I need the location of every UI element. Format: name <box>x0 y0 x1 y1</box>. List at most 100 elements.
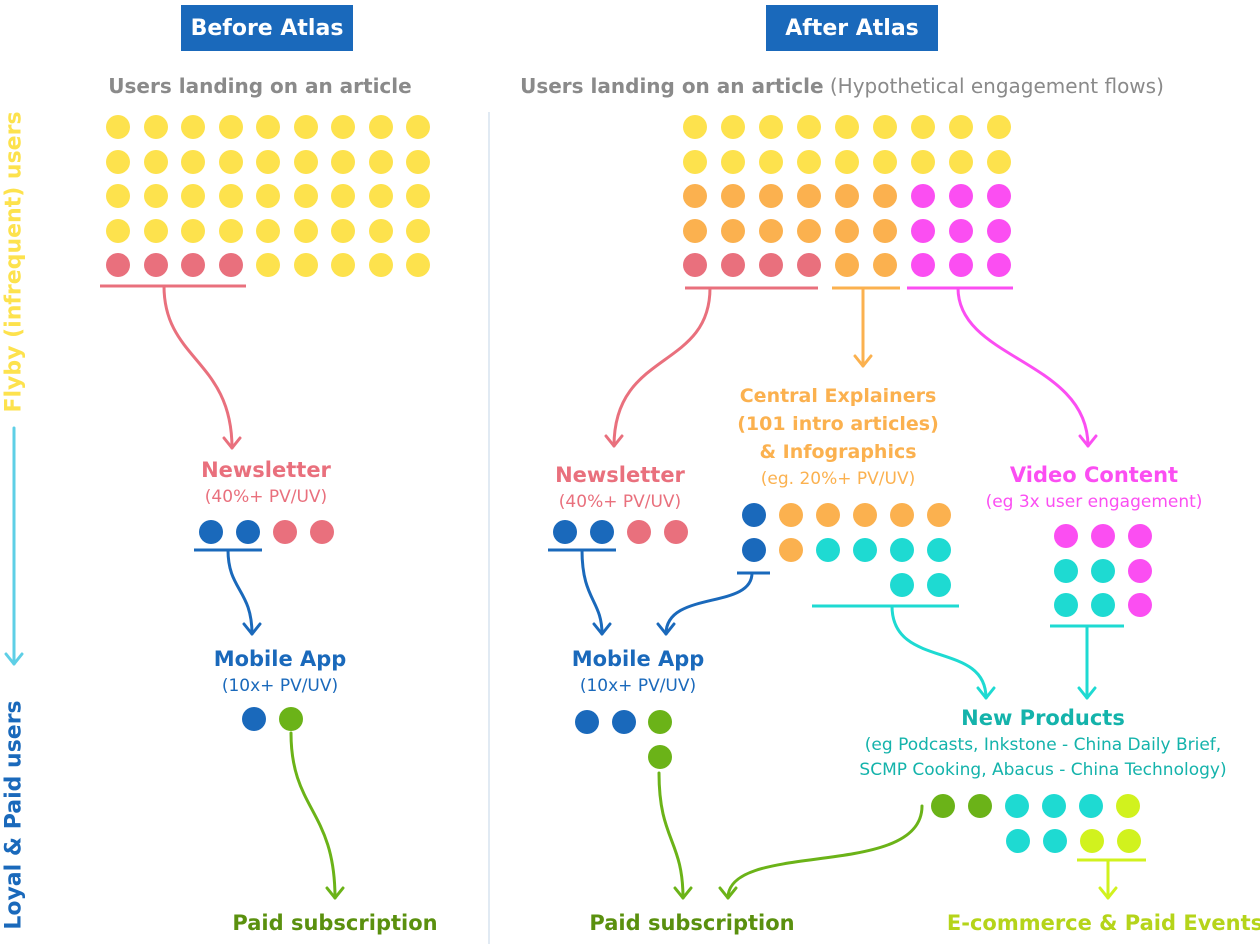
explainers-dot-teal <box>890 538 914 562</box>
before-grid-dot-yellow <box>143 184 168 208</box>
explainers-dot-orange <box>779 503 803 527</box>
explainers-dot-orange <box>779 538 803 562</box>
new-products-dot-green <box>968 794 992 818</box>
before-grid-dot-yellow <box>256 218 280 243</box>
new-products-to-paid-arrow-head <box>718 886 738 900</box>
before-grid-dot-yellow <box>293 218 318 243</box>
new-products-dot-teal <box>1005 794 1029 818</box>
before-mobile-sub: (10x+ PV/UV) <box>221 676 339 696</box>
before-grid-dot-yellow <box>181 115 205 139</box>
loyal-paid-users-label: Loyal & Paid users <box>1 700 27 930</box>
before-newsletter-dot-blue <box>236 520 260 544</box>
after-grid-dot-orange <box>797 218 821 243</box>
after-grid-dot-yellow <box>987 149 1011 174</box>
video-dot-teal <box>1054 559 1078 583</box>
after-grid-dot-magenta <box>949 253 973 277</box>
explainers-dot-teal <box>816 538 840 562</box>
before-grid-dot-yellow <box>256 253 280 277</box>
explainers-dot-blue <box>742 538 766 562</box>
before-to-newsletter-arrow <box>162 284 234 450</box>
before-grid-dot-yellow <box>368 218 393 243</box>
before-grid-dot-yellow <box>406 184 430 208</box>
before-grid-dot-red <box>106 253 130 277</box>
before-mobile-dot-blue <box>242 707 266 731</box>
new-products-line2: SCMP Cooking, Abacus - China Technology) <box>859 760 1227 780</box>
before-grid-dot-yellow <box>256 184 280 208</box>
after-subtitle: Users landing on an article (Hypothetica… <box>520 74 1164 98</box>
video-dot-magenta <box>1128 559 1152 583</box>
explainers-dot-teal <box>853 538 877 562</box>
after-grid-dot-yellow <box>721 149 745 174</box>
after-grid-dot-magenta <box>949 184 973 208</box>
before-grid-dot-yellow <box>368 149 393 174</box>
after-grid-dot-orange <box>759 184 783 208</box>
new-products-title: New Products <box>961 706 1125 730</box>
after-to-newsletter-arrow-head <box>604 434 624 448</box>
explainers-dot-teal <box>927 573 951 597</box>
after-to-video-arrow <box>956 286 1090 448</box>
explainers-title-line2: (101 intro articles) <box>737 413 939 435</box>
before-grid-dot-yellow <box>106 218 130 243</box>
after-newsletter-dot-red <box>627 520 651 544</box>
after-grid-dot-orange <box>873 184 897 208</box>
after-grid-dot-magenta <box>949 218 973 243</box>
after-grid-dot-red <box>797 253 821 277</box>
video-dot-magenta <box>1054 524 1078 548</box>
ecommerce-paid-events: E-commerce & Paid Events <box>946 911 1260 935</box>
after-grid-dot-yellow <box>911 149 935 174</box>
new-products-to-ecommerce-arrow-head <box>1098 886 1118 900</box>
after-grid-dot-orange <box>683 184 707 208</box>
explainers-to-mobile-arrow-head <box>656 622 676 636</box>
explainers-dot-orange <box>816 503 840 527</box>
after-newsletter-to-mobile-arrow-head <box>592 622 612 636</box>
explainers-dot-orange <box>890 503 914 527</box>
before-newsletter-dot-red <box>273 520 297 544</box>
before-newsletter-to-mobile-arrow-head <box>242 622 262 636</box>
before-grid-dot-yellow <box>256 149 280 174</box>
before-grid-dot-yellow <box>406 253 430 277</box>
before-grid-dot-yellow <box>406 218 430 243</box>
before-grid-dot-yellow <box>368 253 393 277</box>
new-products-dot-lime <box>1080 829 1104 853</box>
before-grid-dot-yellow <box>406 149 430 174</box>
before-grid-dot-red <box>218 253 243 277</box>
after-grid-dot-orange <box>835 253 859 277</box>
before-to-newsletter-arrow-head <box>222 436 242 450</box>
before-grid-dot-yellow <box>181 184 205 208</box>
before-mobile-to-paid-arrow-head <box>325 886 345 900</box>
video-to-new-products-arrow-head <box>1077 686 1097 700</box>
after-grid-dot-yellow <box>759 115 783 139</box>
before-grid-dot-yellow <box>256 115 280 139</box>
video-content-title: Video Content <box>1009 463 1179 487</box>
after-grid-dot-yellow <box>949 115 973 139</box>
after-mobile-sub: (10x+ PV/UV) <box>579 676 697 696</box>
before-grid-dot-yellow <box>293 253 318 277</box>
after-grid-dot-magenta <box>911 253 935 277</box>
explainers-title-line3: & Infographics <box>759 441 917 463</box>
after-grid-dot-orange <box>835 218 859 243</box>
after-grid-dot-orange <box>721 218 745 243</box>
before-grid-dot-red <box>181 253 205 277</box>
after-to-video-arrow-head <box>1078 434 1098 448</box>
after-grid-dot-magenta <box>987 253 1011 277</box>
after-newsletter-dot-blue <box>590 520 614 544</box>
flyby-users-label: Flyby (infrequent) users <box>1 111 27 413</box>
before-mobile-title: Mobile App <box>213 647 347 671</box>
before-grid-dot-yellow <box>406 115 430 139</box>
explainers-dot-teal <box>890 573 914 597</box>
before-grid-dot-yellow <box>143 218 168 243</box>
before-grid-dot-red <box>143 253 168 277</box>
new-products-to-paid-arrow <box>726 804 924 900</box>
before-mobile-to-paid-arrow <box>289 731 337 900</box>
after-mobile-title: Mobile App <box>571 647 705 671</box>
after-atlas-header: After Atlas <box>766 5 938 51</box>
before-grid-dot-yellow <box>218 115 243 139</box>
new-products-dot-green <box>931 794 955 818</box>
after-grid-dot-magenta <box>911 218 935 243</box>
after-grid-dot-red <box>721 253 745 277</box>
after-grid-dot-yellow <box>721 115 745 139</box>
before-paid-subscription: Paid subscription <box>232 911 438 935</box>
after-grid-dot-yellow <box>759 149 783 174</box>
before-grid-dot-yellow <box>331 218 355 243</box>
